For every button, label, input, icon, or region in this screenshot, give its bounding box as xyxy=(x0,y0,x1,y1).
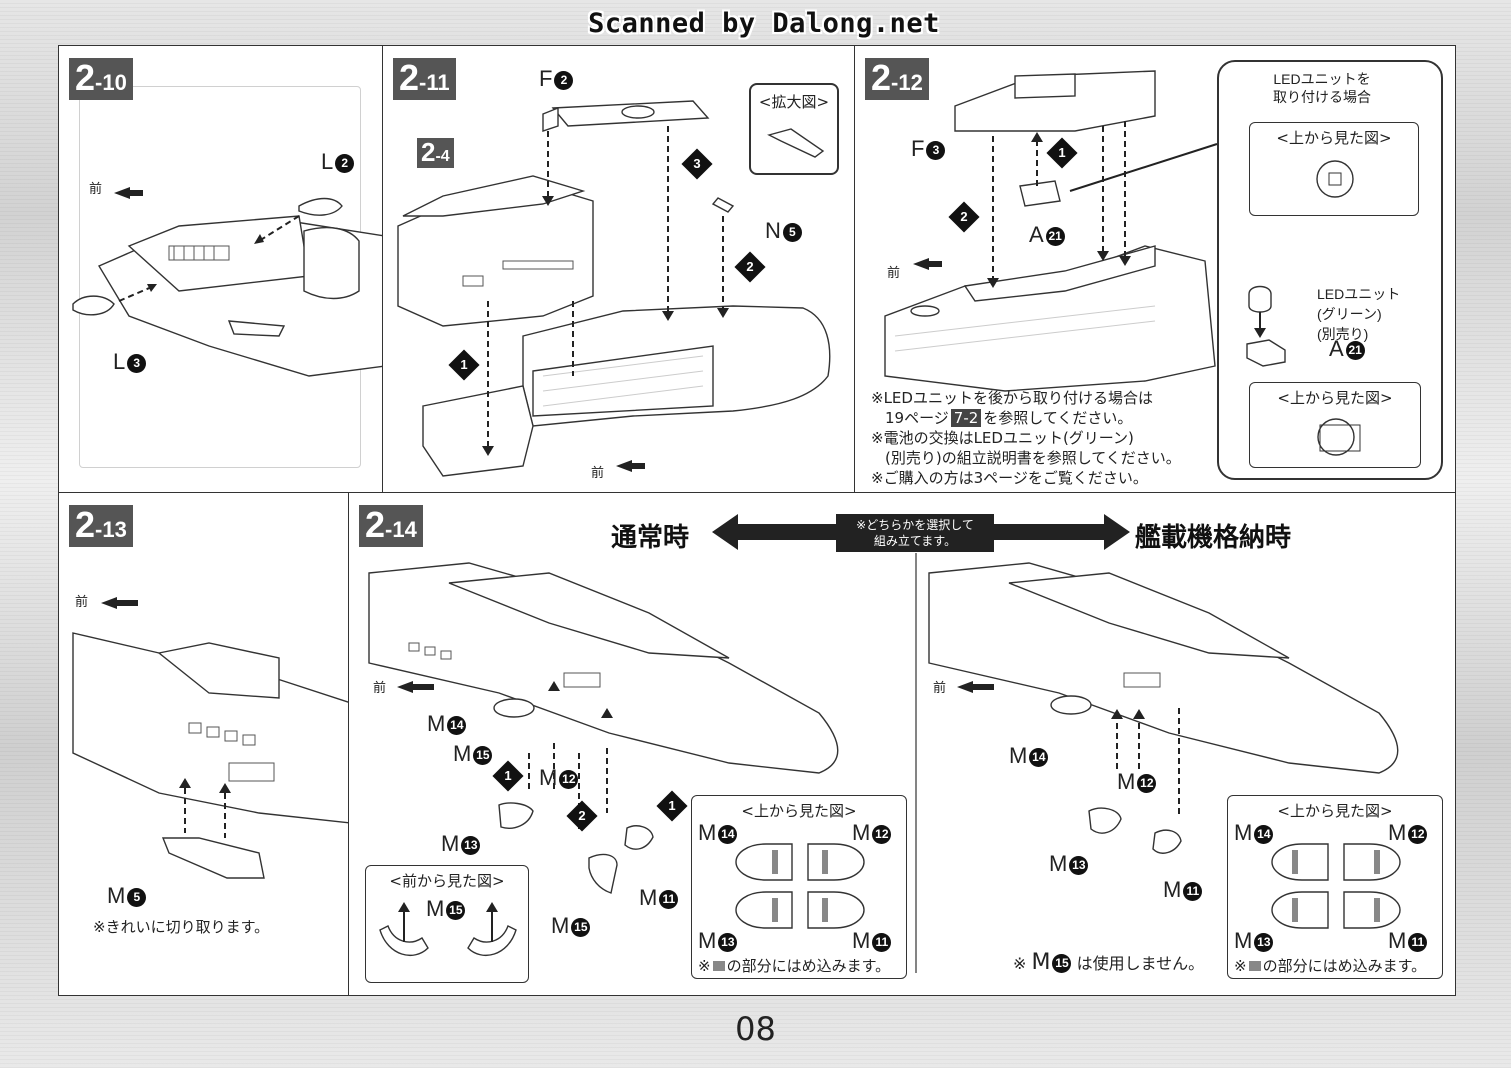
step-number-2-10: 2-10 xyxy=(69,58,133,100)
led-callout-title: LEDユニットを 取り付ける場合 xyxy=(1273,71,1371,105)
led-top-view-inset-2: <上から見た図> xyxy=(1249,382,1421,468)
sequence-1-marker: 1 xyxy=(492,760,524,792)
carrier-mode-heading: 艦載機格納時 xyxy=(1135,523,1292,553)
led-unit-callout: LEDユニットを 取り付ける場合 <上から見た図> LEDユニット (グリーン)… xyxy=(1217,60,1443,480)
led-unit-label: LEDユニット (グリーン) (別売り) xyxy=(1317,286,1401,342)
step-2-14-panel: 2-14 通常時 艦載機格納時 前 xyxy=(348,492,1456,996)
forward-label: 前 xyxy=(591,466,605,481)
sequence-2-marker: 2 xyxy=(948,201,980,233)
forward-label: 前 xyxy=(887,266,901,281)
cut-cleanly-note: ※きれいに切り取ります。 xyxy=(93,918,270,936)
forward-label: 前 xyxy=(89,182,103,197)
normal-mode-heading: 通常時 xyxy=(611,523,690,553)
choose-one-note: ※どちらかを選択して 組み立てます。 xyxy=(836,514,994,552)
fit-note: ※の部分にはめ込みます。 xyxy=(698,957,891,975)
sequence-1-marker: 1 xyxy=(656,790,688,822)
sequence-1-marker: 1 xyxy=(448,349,480,381)
sequence-1-marker: 1 xyxy=(1046,137,1078,169)
step-2-10-illustration xyxy=(72,187,383,377)
step-2-13-illustration xyxy=(72,597,349,879)
sequence-2-marker: 2 xyxy=(734,251,766,283)
step-reference-2-4: 2-4 xyxy=(417,138,454,168)
forward-label: 前 xyxy=(933,681,947,696)
fit-note: ※の部分にはめ込みます。 xyxy=(1234,957,1427,975)
zoom-callout: <拡大図> xyxy=(749,83,839,175)
sequence-2-marker: 2 xyxy=(566,800,598,832)
page-number: 08 xyxy=(735,1010,776,1048)
step-number-2-14: 2-14 xyxy=(359,505,423,547)
forward-label: 前 xyxy=(75,595,89,610)
led-top-view-inset: <上から見た図> xyxy=(1249,122,1419,216)
step-number-2-11: 2-11 xyxy=(393,58,456,100)
step-2-11-illustration xyxy=(397,100,831,477)
step-2-14-illustration xyxy=(368,553,1399,973)
step-2-12-illustration xyxy=(884,70,1218,392)
scan-watermark: Scanned by Dalong.net xyxy=(588,8,940,39)
sequence-3-marker: 3 xyxy=(681,148,713,180)
step-number-2-12: 2-12 xyxy=(865,58,929,100)
forward-label: 前 xyxy=(373,681,387,696)
step-number-2-13: 2-13 xyxy=(69,505,133,547)
